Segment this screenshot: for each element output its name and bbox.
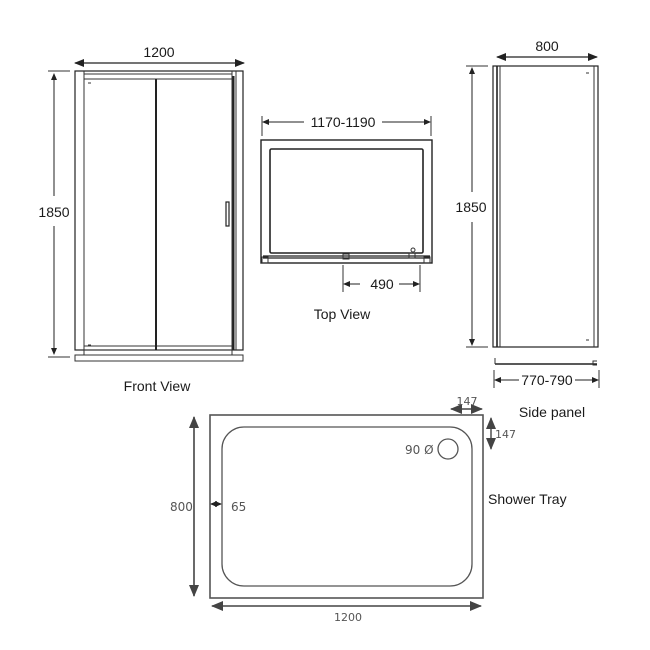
tray-rim-dimension: 65 xyxy=(210,500,246,514)
waste-outlet-icon xyxy=(437,438,459,460)
tray-depth-label: 800 xyxy=(170,500,193,514)
front-height-label: 1850 xyxy=(38,204,69,220)
tray-rim-label: 65 xyxy=(231,500,246,514)
front-view-title: Front View xyxy=(124,378,192,394)
shower-tray-title: Shower Tray xyxy=(488,491,567,507)
waste-offset-x-dimension: 147 xyxy=(450,395,483,414)
front-width-dimension: 1200 xyxy=(74,44,245,67)
waste-offset-y-dimension: 147 xyxy=(486,417,516,450)
door-handle-icon xyxy=(225,201,230,227)
waste-offset-y-label: 147 xyxy=(495,428,516,441)
side-height-dimension: 1850 xyxy=(455,65,488,348)
side-adjust-label: 770-790 xyxy=(521,372,573,388)
top-width-label: 1170-1190 xyxy=(311,114,376,130)
side-panel-view: 800 1850 770-790 Side panel xyxy=(455,38,600,420)
side-width-dimension: 800 xyxy=(496,38,598,61)
top-width-dimension: 1170-1190 xyxy=(261,114,432,136)
side-width-label: 800 xyxy=(535,38,559,54)
front-width-label: 1200 xyxy=(143,44,174,60)
top-door-label: 490 xyxy=(370,276,394,292)
front-height-dimension: 1850 xyxy=(38,70,70,358)
side-panel-title: Side panel xyxy=(519,404,585,420)
shower-tray-view: 90 Ø 147 147 800 65 1200 Shower Tray xyxy=(170,395,567,624)
top-door-dimension: 490 xyxy=(342,265,421,292)
front-frame xyxy=(74,70,244,362)
side-height-label: 1850 xyxy=(455,199,486,215)
tray-depth-dimension: 800 xyxy=(170,416,199,597)
front-view: 1200 1850 xyxy=(38,44,245,394)
side-adjust-dimension: 770-790 xyxy=(493,370,600,388)
waste-label: 90 Ø xyxy=(405,443,434,457)
tray-width-dimension: 1200 xyxy=(211,601,482,624)
top-view-title: Top View xyxy=(314,306,371,322)
top-view: 1170-1190 490 Top View xyxy=(260,114,433,322)
tray-width-label: 1200 xyxy=(334,611,362,624)
waste-offset-x-label: 147 xyxy=(457,395,478,408)
